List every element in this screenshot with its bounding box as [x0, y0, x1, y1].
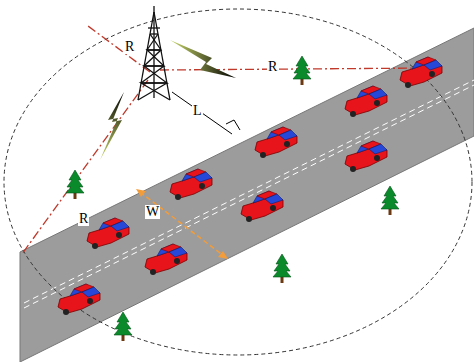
road [20, 28, 474, 362]
lane-line [24, 85, 474, 308]
radius-label: R [124, 40, 135, 54]
radius-label: R [267, 60, 278, 74]
coverage-ellipse [4, 9, 472, 355]
distance-label: L [192, 104, 203, 118]
distance-line [172, 92, 232, 134]
signal-bolt [100, 92, 124, 160]
radius-line [22, 26, 430, 254]
signal-bolt [170, 40, 236, 78]
lane-line [24, 80, 474, 303]
right-angle-mark [226, 120, 240, 130]
width-label: W [145, 205, 160, 219]
radius-label: R [78, 212, 89, 226]
base-station-tower [138, 6, 170, 100]
